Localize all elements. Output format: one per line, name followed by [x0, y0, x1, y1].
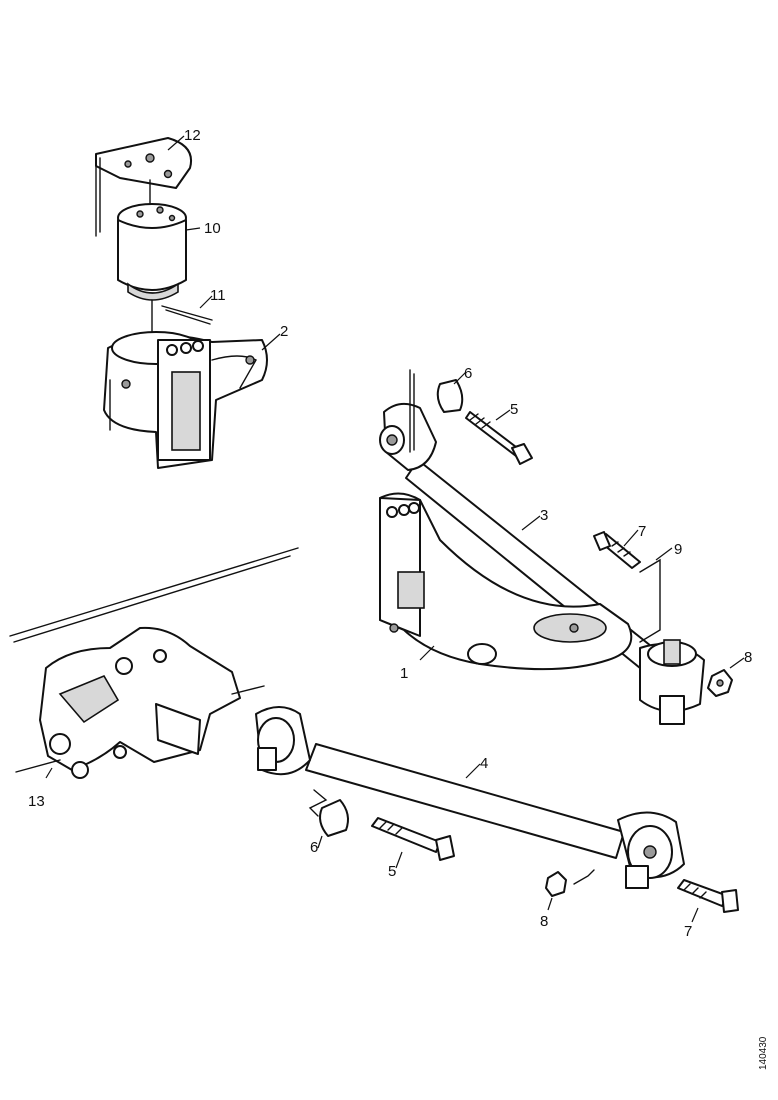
- bolt-part-7-upper: [593, 531, 641, 569]
- callout-13: 13: [28, 793, 45, 810]
- callout-10: 10: [204, 220, 221, 237]
- axle-bracket-part-13: [9, 547, 299, 779]
- air-spring-part-10: [117, 203, 187, 347]
- screw-part-11: [161, 305, 213, 325]
- callout-8-upper: 8: [744, 649, 752, 666]
- frame-bracket-part-1: [379, 492, 633, 671]
- callout-labels: 12 10 11 2 6 5 3 7 9 1 8 4 13 6 5 8 7: [28, 127, 752, 940]
- callout-12: 12: [184, 127, 201, 144]
- callout-7-upper: 7: [638, 523, 646, 540]
- callout-6-upper: 6: [464, 365, 472, 382]
- washer-part-9: [639, 558, 661, 643]
- bolt-part-5-upper: [465, 411, 533, 465]
- callout-5-lower: 5: [388, 863, 396, 880]
- callout-7-lower: 7: [684, 923, 692, 940]
- nut-part-8-upper: [707, 669, 733, 697]
- bolt-part-7-lower: [677, 879, 739, 913]
- callout-9: 9: [674, 541, 682, 558]
- lower-torque-rod-part-4: [255, 706, 685, 889]
- figure-reference-number: 140430: [758, 1036, 769, 1070]
- leader-lines: [45, 135, 745, 923]
- callout-6-lower: 6: [310, 839, 318, 856]
- bolt-part-5-lower: [371, 817, 455, 861]
- upper-plate-part-12: [95, 137, 192, 237]
- spacer-bushing-6-lower: [308, 789, 349, 837]
- spacer-bushing-6-upper: [436, 379, 464, 413]
- callout-5-upper: 5: [510, 401, 518, 418]
- spring-bracket-part-2: [103, 331, 268, 469]
- callout-11: 11: [210, 287, 226, 304]
- callout-8-lower: 8: [540, 913, 548, 930]
- nut-part-8-lower: [545, 869, 595, 897]
- callout-1: 1: [400, 665, 408, 682]
- callout-2: 2: [280, 323, 288, 340]
- callout-4: 4: [480, 755, 488, 772]
- callout-3: 3: [540, 507, 548, 524]
